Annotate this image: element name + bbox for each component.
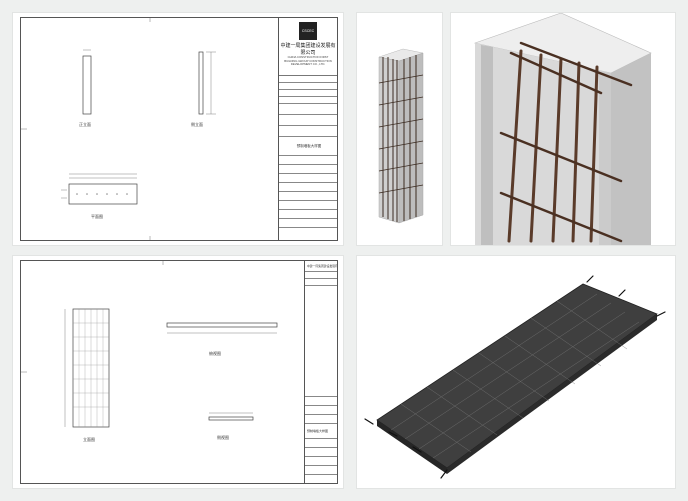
- slab-rebar-render: [364, 275, 666, 479]
- company-name-en: CHINA CONSTRUCTION FIRST BUILDING GROUP …: [284, 55, 332, 66]
- drawing-sheet-2-panel[interactable]: 中建一局集团建设发展有限公司 预制墙板大样图: [13, 256, 343, 488]
- render-wall-cage-panel[interactable]: [357, 13, 442, 245]
- drawing-sheet-1: CSCEC 中建一局集团建设发展有限公司 CHINA CONSTRUCTION …: [20, 17, 338, 241]
- drawing-sheet-2: 中建一局集团建设发展有限公司 预制墙板大样图: [20, 260, 338, 484]
- title-block-2: 中建一局集团建设发展有限公司 预制墙板大样图: [304, 261, 337, 483]
- render-slab-panel[interactable]: [357, 256, 675, 488]
- title-block: CSCEC 中建一局集团建设发展有限公司 CHINA CONSTRUCTION …: [278, 18, 337, 240]
- wall-rebar-cage-render: [378, 48, 424, 224]
- wall-detail-render: [473, 13, 652, 245]
- label-side-2: 侧视图: [217, 435, 229, 440]
- company-name-cn: 中建一局集团建设发展有限公司: [280, 43, 336, 56]
- company-logo: CSCEC: [299, 22, 317, 40]
- drawing-sheet-1-panel[interactable]: CSCEC 中建一局集团建设发展有限公司 CHINA CONSTRUCTION …: [13, 13, 343, 245]
- drawing-title: 预制墙板大样图: [279, 137, 337, 156]
- title-block-grid: 预制墙板大样图: [279, 74, 337, 228]
- company-name-cn-2: 中建一局集团建设发展有限公司: [305, 261, 337, 272]
- sheet-1-drawings: [21, 18, 216, 240]
- drawing-title-2: 预制墙板大样图: [305, 424, 337, 439]
- sheet-2-drawings: [21, 261, 278, 428]
- render-detail-panel[interactable]: [451, 13, 675, 245]
- label-top-2: 俯视图: [209, 351, 221, 356]
- label-plan: 平面图: [91, 214, 103, 219]
- label-elevation-2: 立面图: [83, 437, 95, 442]
- label-side-elevation: 侧立面: [191, 122, 203, 127]
- label-front-elevation: 正立面: [79, 122, 91, 127]
